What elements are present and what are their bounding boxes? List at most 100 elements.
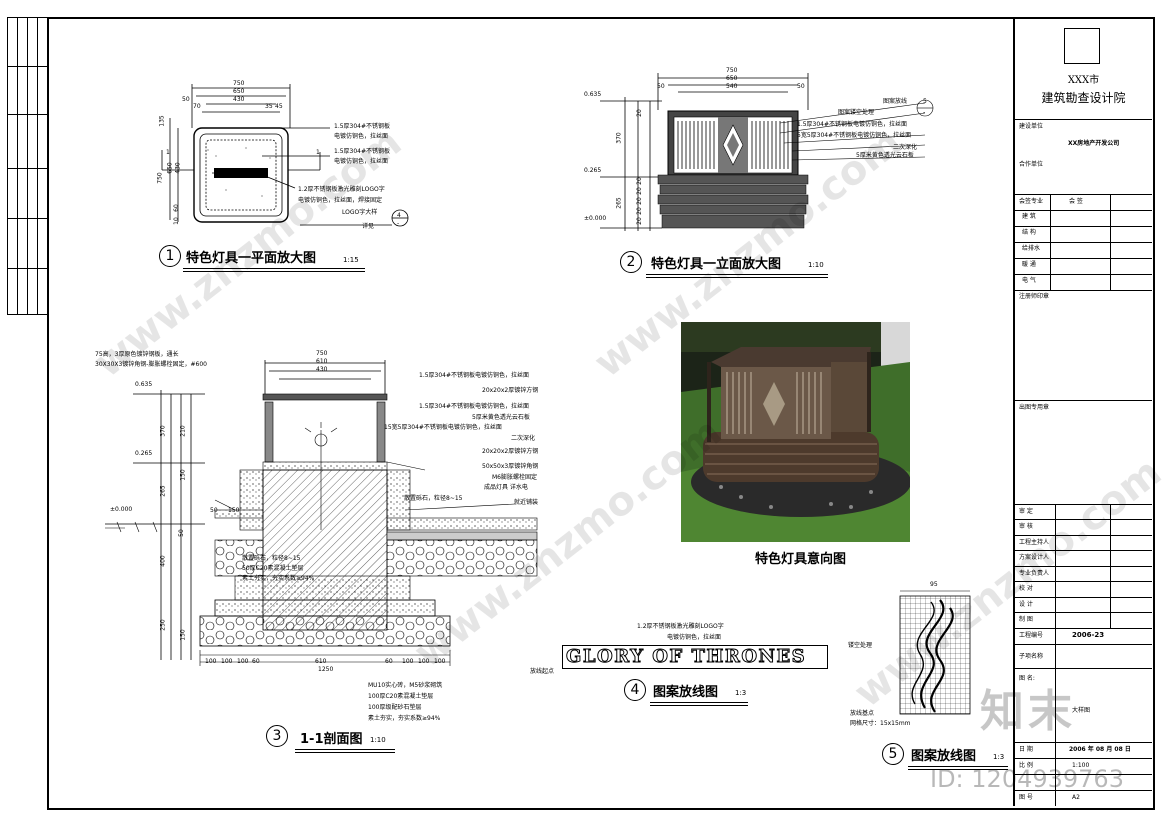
section-dim-left: 265 — [159, 485, 167, 497]
section-top-note: 75高，3厚原色镀锌钢板，通长 — [95, 351, 179, 358]
plan-dim: 135 — [158, 115, 166, 127]
section-top-note: 30X30X3镀锌角钢-膨胀螺栓固定，#600 — [95, 361, 207, 368]
section-note: 20x20x2厚镀锌方钢 — [482, 387, 539, 394]
sub-item-label: 子项名称 — [1019, 653, 1044, 660]
elevation-dim: 20 — [635, 177, 643, 185]
date-label: 日 期 — [1019, 746, 1033, 753]
section-dim-bottom: 60 — [252, 658, 260, 665]
section-note: 散置砾石，粒径8~15 — [404, 495, 463, 502]
plan-dim: 650 — [166, 162, 174, 174]
elevation-number: 2 — [620, 251, 642, 273]
elevation-scale: 1:10 — [808, 261, 824, 269]
plan-number: 1 — [159, 245, 181, 267]
section-note: 20x20x2厚镀锌方钢 — [482, 448, 539, 455]
approval-row: 专业负责人 — [1019, 570, 1050, 577]
section-dim-bottom: 100 — [402, 658, 414, 665]
section-dim-bottom: 100 — [237, 658, 249, 665]
section-level: 0.265 — [135, 450, 153, 457]
section-note: 1.5厚304#不锈钢板电镀仿铜色，拉丝面 — [419, 372, 530, 379]
section-left-note: 散置砾石，粒径8~15 — [242, 555, 301, 562]
sheet-label: 图 号 — [1019, 794, 1033, 801]
pattern-scale: 1:3 — [993, 753, 1005, 761]
section-drawing — [105, 360, 538, 666]
build-unit-value: XX房地产开发公司 — [1068, 140, 1120, 147]
approval-row: 审 定 — [1019, 508, 1033, 515]
elevation-note: 5宽5厚304#不锈钢板电镀仿铜色，拉丝面 — [797, 132, 912, 139]
approval-row: 设 计 — [1019, 601, 1033, 608]
section-note: 15宽5厚304#不锈钢板电镀仿铜色，拉丝面 — [384, 424, 502, 431]
elevation-level: ±0.000 — [584, 215, 607, 222]
build-unit-label: 建设单位 — [1019, 123, 1044, 130]
date-value: 2006 年 08 月 08 日 — [1069, 746, 1131, 753]
sign-row: 电 气 — [1022, 277, 1036, 284]
section-dim-top: 750 — [316, 350, 328, 357]
plan-note: 1.5厚304#不锈钢板 — [334, 148, 391, 155]
sign-row: 暖 通 — [1022, 261, 1036, 268]
title-block — [1013, 17, 1153, 806]
plan-detail-sub: - — [397, 220, 400, 227]
approval-row: 制 图 — [1019, 616, 1033, 623]
plan-dim: 70 — [193, 103, 201, 110]
section-bottom-note: 100厚级配砂石垫层 — [368, 704, 422, 711]
logo-text: GLORY OF THRONES — [565, 646, 807, 667]
section-title-underline — [295, 749, 395, 753]
plan-detail-ref: 4 — [397, 212, 401, 219]
section-dim-top: 430 — [316, 366, 328, 373]
plan-title: 特色灯具一平面放大图 — [186, 251, 317, 266]
section-scale: 1:10 — [370, 736, 386, 744]
sheet-value: A2 — [1072, 794, 1080, 801]
pattern-note: 网格尺寸：15x15mm — [850, 720, 911, 727]
plan-dim: 35 — [265, 103, 273, 110]
section-small-dim: 50 — [210, 507, 218, 514]
plan-note: LOGO字大样 — [342, 209, 378, 216]
plan-cut-mark: 1 — [166, 149, 170, 156]
plan-note: 详见 — [362, 223, 375, 230]
elevation-note: 图案放线 — [883, 98, 908, 105]
drawing-name: 大样图 — [1072, 707, 1091, 714]
binding-strip — [7, 17, 48, 315]
section-dim-top: 610 — [316, 358, 328, 365]
institute-logo-box — [1064, 28, 1100, 64]
section-title: 1-1剖面图 — [300, 732, 363, 747]
logo-number: 4 — [624, 679, 646, 701]
stamp-label: 出图专用章 — [1019, 404, 1050, 411]
pattern-title-underline — [908, 766, 1008, 770]
section-dim-left: 150 — [179, 629, 187, 641]
section-level: 0.635 — [135, 381, 153, 388]
elevation-dim: 50 — [657, 83, 665, 90]
section-dim-bottom: 100 — [205, 658, 217, 665]
plan-scale: 1:15 — [343, 256, 359, 264]
institute-city: XXX市 — [1067, 75, 1100, 86]
section-dim-left: 400 — [159, 555, 167, 567]
logo-note: 1.2厚不锈钢板激光雕刻LOGO字 — [637, 623, 724, 630]
render-photo — [681, 322, 910, 542]
logo-title: 图案放线图 — [653, 685, 719, 700]
pattern-note: 镂空处理 — [848, 642, 873, 649]
section-number: 3 — [266, 725, 288, 747]
elevation-dim: 50 — [797, 83, 805, 90]
approval-row: 方案设计人 — [1019, 554, 1050, 561]
section-dim-bottom: 100 — [418, 658, 430, 665]
section-note: 二次深化 — [511, 435, 536, 442]
plan-cut-mark: 1 — [316, 149, 320, 156]
section-bottom-note: 素土夯实，夯实系数≥94% — [368, 715, 441, 722]
photo-title: 特色灯具意向图 — [755, 552, 847, 567]
plan-note: 电镀仿铜色，拉丝面 — [334, 133, 389, 140]
elevation-level: 0.635 — [584, 91, 602, 98]
approval-row: 工程主持人 — [1019, 539, 1050, 546]
scale-label: 比 例 — [1019, 762, 1033, 769]
watermark-id: ID: 1204939763 — [930, 765, 1124, 793]
plan-note: 电镀仿铜色，拉丝面，焊接固定 — [298, 197, 383, 204]
elevation-note: 1.5厚304#不锈钢板电镀仿铜色，拉丝面 — [797, 121, 908, 128]
logo-text-box — [562, 645, 828, 669]
section-level: ±0.000 — [110, 506, 133, 513]
sign-row: 建 筑 — [1022, 213, 1036, 220]
plan-dim: 750 — [233, 80, 245, 87]
plan-dim: 45 — [275, 103, 283, 110]
section-bottom-note: MU10实心砖，M5砂浆砌筑 — [368, 682, 443, 689]
pattern-drawing — [899, 590, 971, 715]
scale-value: 1:100 — [1072, 762, 1090, 769]
elevation-note: 5厚米黄色透光云石板 — [856, 152, 914, 159]
elevation-dim: 20 — [635, 187, 643, 195]
elevation-note: 二次深化 — [893, 144, 918, 151]
